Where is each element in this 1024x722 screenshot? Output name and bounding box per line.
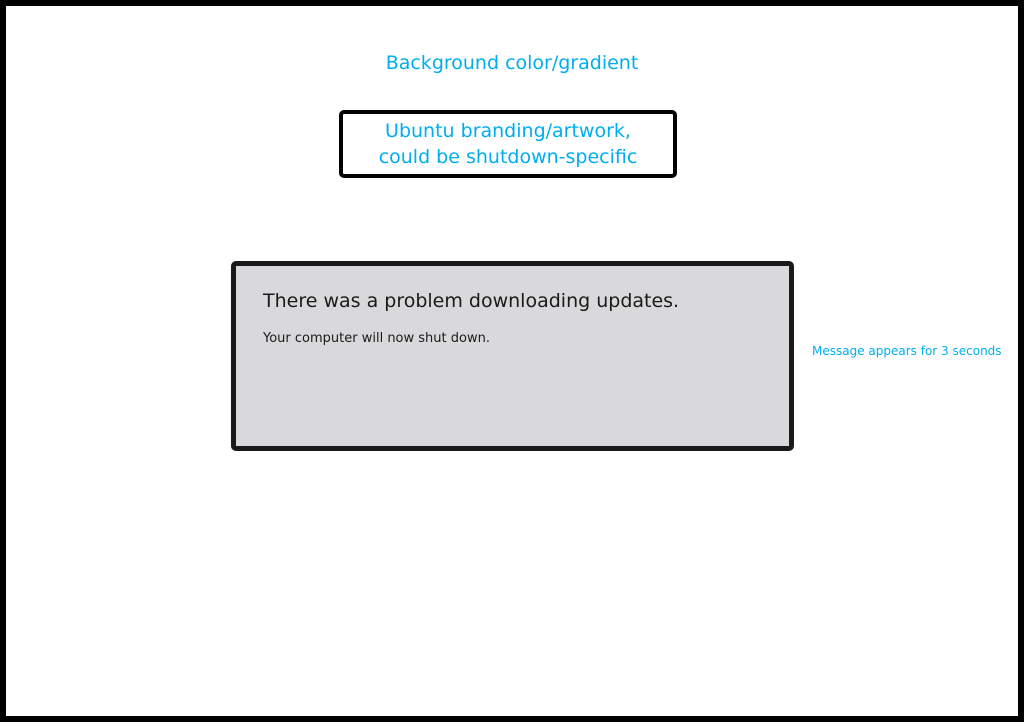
message-duration-annotation: Message appears for 3 seconds	[812, 344, 1002, 358]
error-message-body: Your computer will now shut down.	[263, 331, 490, 346]
branding-annotation-line-1: Ubuntu branding/artwork,	[385, 120, 631, 142]
branding-placeholder-box: Ubuntu branding/artwork, could be shutdo…	[339, 110, 677, 178]
error-message-title: There was a problem downloading updates.	[263, 290, 680, 312]
branding-annotation-line-2: could be shutdown-specific	[378, 146, 638, 168]
error-message-panel: There was a problem downloading updates.…	[231, 261, 794, 451]
background-annotation: Background color/gradient	[385, 52, 639, 74]
